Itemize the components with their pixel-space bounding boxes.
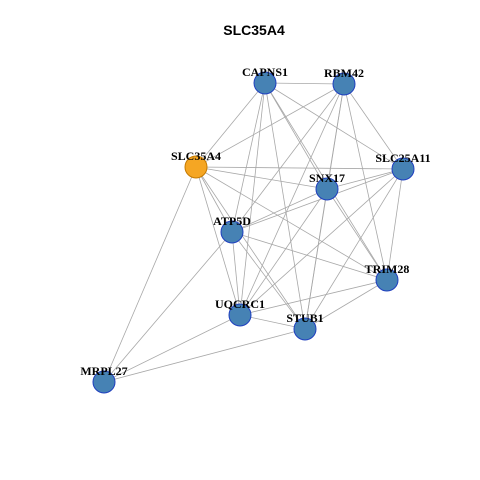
node-trim28: TRIM28: [365, 262, 410, 292]
edge-capns1-snx17: [264, 82, 328, 190]
node-circle-trim28: [375, 268, 399, 292]
node-label-stub1: STUB1: [286, 311, 323, 325]
node-circle-slc35a4: [184, 155, 208, 179]
edge-capns1-uqcrc1: [239, 82, 266, 316]
edge-trim28-stub1: [304, 279, 388, 330]
edge-slc35a4-snx17: [195, 166, 328, 190]
node-circle-snx17: [315, 177, 339, 201]
edge-layer: [103, 82, 404, 383]
node-circle-rbm42: [332, 72, 356, 96]
edge-slc35a4-slc25a11: [195, 166, 404, 170]
edge-uqcrc1-mrpl27: [103, 314, 241, 383]
edge-capns1-rbm42: [264, 82, 345, 85]
edge-rbm42-slc35a4: [195, 83, 345, 168]
edge-slc25a11-uqcrc1: [239, 168, 404, 316]
edge-rbm42-trim28: [343, 83, 388, 281]
node-label-capns1: CAPNS1: [242, 65, 288, 79]
node-label-snx17: SNX17: [309, 171, 345, 185]
edge-atp5d-stub1: [231, 231, 306, 330]
diagram-title: SLC35A4: [223, 22, 285, 38]
node-mrpl27: MRPL27: [80, 364, 128, 394]
node-rbm42: RBM42: [324, 66, 364, 96]
edge-slc25a11-atp5d: [231, 168, 404, 233]
edge-atp5d-uqcrc1: [231, 231, 241, 316]
node-circle-slc25a11: [391, 157, 415, 181]
node-circle-atp5d: [220, 220, 244, 244]
node-label-atp5d: ATP5D: [213, 214, 251, 228]
edge-slc25a11-stub1: [304, 168, 404, 330]
edge-slc35a4-stub1: [195, 166, 306, 330]
edge-atp5d-trim28: [231, 231, 388, 281]
edge-stub1-mrpl27: [103, 328, 306, 383]
node-label-slc35a4: SLC35A4: [171, 149, 221, 163]
edge-snx17-uqcrc1: [239, 188, 328, 316]
node-atp5d: ATP5D: [213, 214, 251, 244]
edge-capns1-slc25a11: [264, 82, 404, 170]
edge-slc25a11-trim28: [386, 168, 404, 281]
edge-capns1-atp5d: [231, 82, 266, 233]
node-capns1: CAPNS1: [242, 65, 288, 95]
edge-slc35a4-trim28: [195, 166, 388, 281]
node-circle-mrpl27: [92, 370, 116, 394]
node-slc25a11: SLC25A11: [375, 151, 431, 181]
node-label-mrpl27: MRPL27: [80, 364, 127, 378]
edge-capns1-slc35a4: [195, 82, 266, 168]
edge-atp5d-mrpl27: [103, 231, 233, 383]
node-uqcrc1: UQCRC1: [215, 297, 265, 327]
node-stub1: STUB1: [286, 311, 324, 341]
node-label-uqcrc1: UQCRC1: [215, 297, 265, 311]
edge-capns1-stub1: [264, 82, 306, 330]
node-slc35a4: SLC35A4: [171, 149, 221, 179]
node-circle-stub1: [293, 317, 317, 341]
node-label-slc25a11: SLC25A11: [375, 151, 430, 165]
node-label-rbm42: RBM42: [324, 66, 364, 80]
node-circle-uqcrc1: [228, 303, 252, 327]
edge-rbm42-slc25a11: [343, 83, 404, 170]
edge-slc25a11-snx17: [326, 168, 404, 190]
edge-slc35a4-uqcrc1: [195, 166, 241, 316]
edge-slc35a4-mrpl27: [103, 166, 197, 383]
node-circle-capns1: [253, 71, 277, 95]
edge-trim28-uqcrc1: [239, 279, 388, 316]
node-label-trim28: TRIM28: [365, 262, 410, 276]
edge-snx17-stub1: [304, 188, 328, 330]
edge-slc35a4-atp5d: [195, 166, 233, 233]
edge-snx17-trim28: [326, 188, 388, 281]
node-snx17: SNX17: [309, 171, 345, 201]
edge-rbm42-uqcrc1: [239, 83, 345, 316]
edge-rbm42-atp5d: [231, 83, 345, 233]
edge-snx17-atp5d: [231, 188, 328, 233]
